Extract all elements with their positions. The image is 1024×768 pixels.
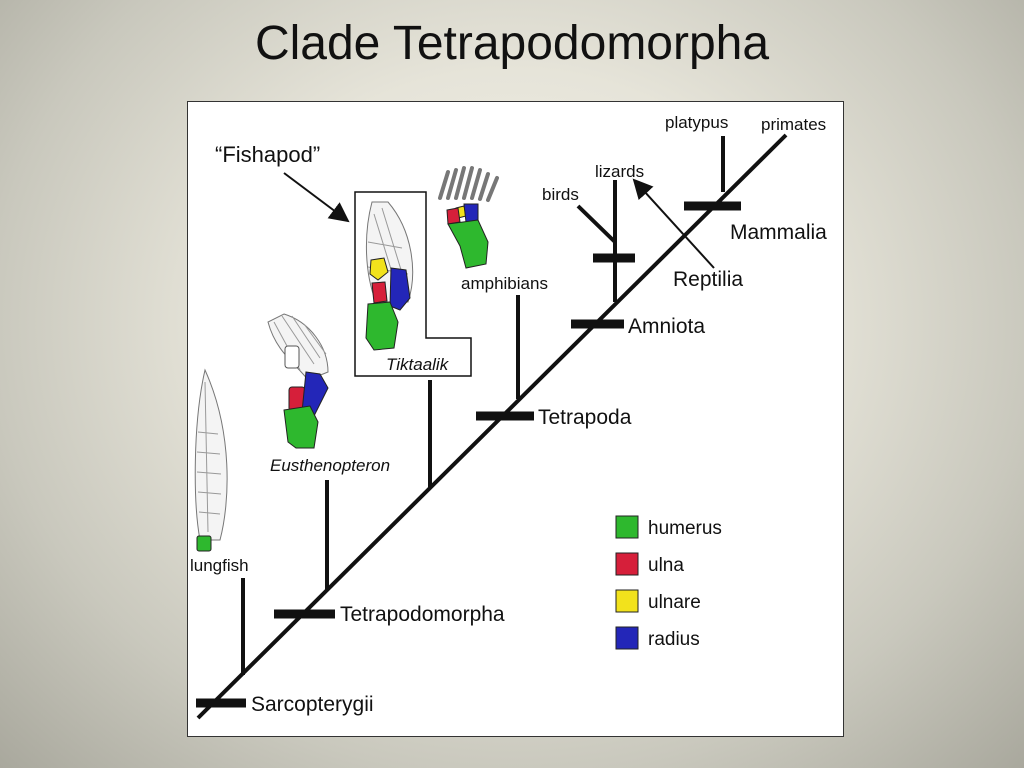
cladogram-panel: Sarcopterygii Tetrapodomorpha Tetrapoda … [187,101,844,737]
legend: humerus ulna ulnare radius [615,515,722,650]
taxon-label-platypus: platypus [665,113,728,132]
legend-label-ulna: ulna [648,555,684,576]
taxon-label-lungfish: lungfish [190,556,249,575]
clade-label-tetrapoda: Tetrapoda [538,406,632,429]
legend-swatch-ulnare [615,589,639,613]
eusthenopteron-fin-illustration [267,313,329,449]
legend-label-humerus: humerus [648,518,722,539]
fishapod-callout: “Fishapod” [215,142,320,167]
slide-title: Clade Tetrapodomorpha [254,17,770,70]
taxon-label-birds: birds [542,185,579,204]
taxon-label-primates: primates [761,115,826,134]
taxon-label-eusthenopteron: Eusthenopteron [270,456,390,475]
legend-swatch-radius [615,626,639,650]
clade-label-mammalia: Mammalia [730,221,827,244]
tiktaalik-box [354,191,472,377]
legend-label-radius: radius [648,629,700,650]
clade-label-tetrapodomorpha: Tetrapodomorpha [340,603,505,626]
clade-label-reptilia: Reptilia [673,268,743,291]
branch-birds [576,204,617,244]
clade-label-sarcopterygii: Sarcopterygii [251,693,374,716]
taxon-label-tiktaalik: Tiktaalik [386,355,450,374]
legend-swatch-ulna [615,552,639,576]
main-trunk [196,133,788,720]
legend-label-ulnare: ulnare [648,592,701,613]
clade-label-amniota: Amniota [628,315,705,338]
taxon-label-lizards: lizards [595,162,644,181]
amphibian-limb-illustration [438,166,499,269]
tiktaalik-fin-illustration [365,201,414,351]
fishapod-arrow [283,172,350,223]
cladogram-svg: Sarcopterygii Tetrapodomorpha Tetrapoda … [190,113,827,720]
reptilia-arrow [632,178,715,269]
taxon-label-amphibians: amphibians [461,274,548,293]
legend-swatch-humerus [615,515,639,539]
lungfish-fin-illustration [194,368,228,552]
